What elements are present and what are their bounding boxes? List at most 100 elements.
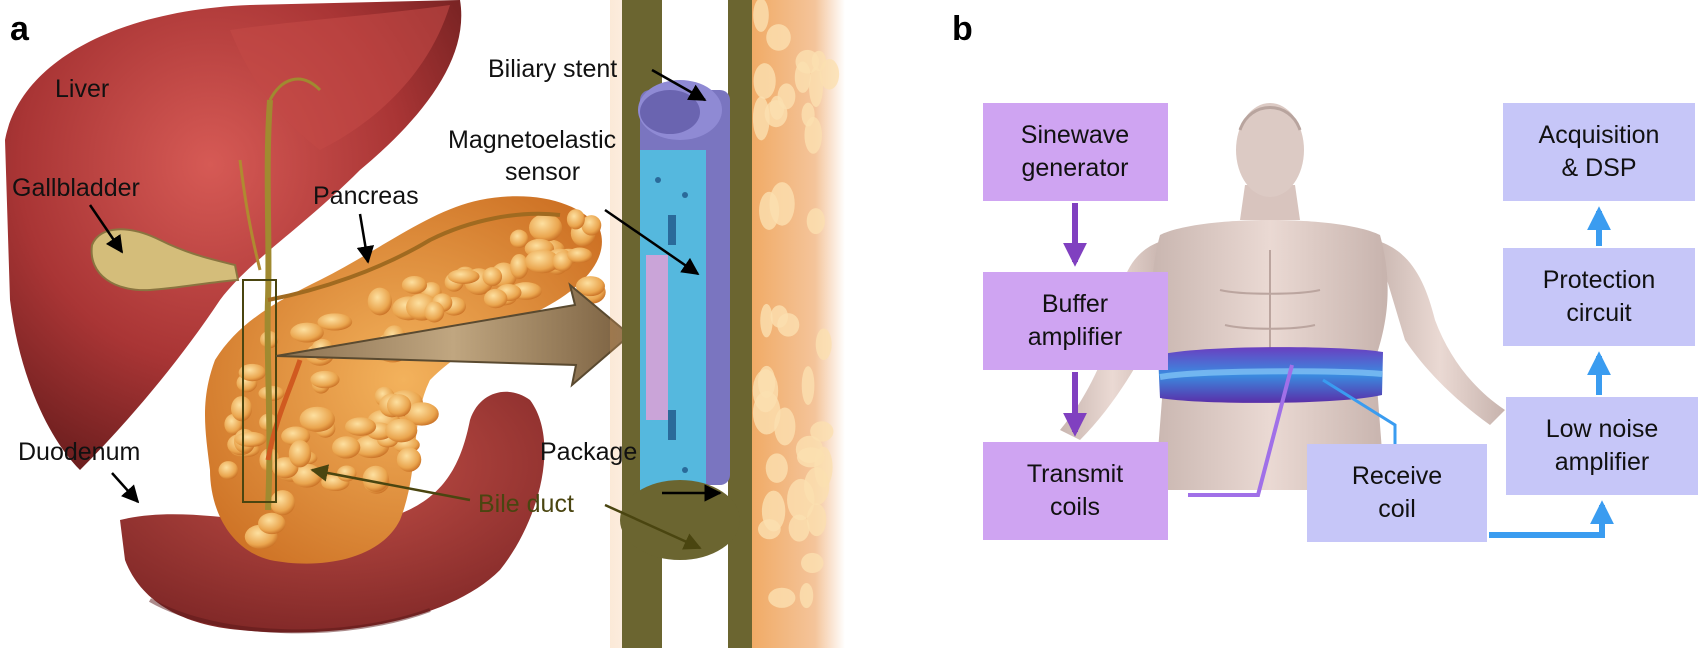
pancreas-nodule bbox=[447, 269, 480, 284]
tissue-dot bbox=[806, 503, 827, 537]
label-bile-duct: Bile duct bbox=[478, 490, 574, 518]
sinewave-label-1: Sinewave bbox=[1021, 121, 1129, 149]
tissue-dot bbox=[799, 582, 814, 609]
pancreas-nodule bbox=[386, 394, 412, 417]
panel-label-a: a bbox=[10, 10, 30, 48]
acquisition-label-2: & DSP bbox=[1561, 154, 1636, 182]
pancreas-nodule bbox=[483, 288, 508, 309]
gallbladder-shape bbox=[90, 228, 240, 292]
receive-label-2: coil bbox=[1378, 495, 1416, 523]
tissue-dot bbox=[768, 587, 796, 608]
pancreas-nodule bbox=[509, 229, 529, 248]
label-sensor-line2: sensor bbox=[505, 158, 580, 186]
low-noise-amplifier-block bbox=[1506, 397, 1698, 495]
pancreas-nodule bbox=[238, 363, 266, 382]
tissue-dot bbox=[809, 66, 823, 108]
label-duodenum: Duodenum bbox=[18, 438, 140, 466]
sinewave-label-2: generator bbox=[1021, 154, 1128, 182]
acquisition-label-1: Acquisition bbox=[1539, 121, 1660, 149]
lna-label-2: amplifier bbox=[1555, 448, 1649, 476]
magnetoelastic-sensor-strip bbox=[646, 255, 668, 420]
tissue-dot bbox=[796, 447, 825, 468]
duct-wall-right bbox=[728, 0, 752, 648]
receive-coil-wire bbox=[1322, 378, 1397, 444]
pancreas-nodule bbox=[234, 431, 267, 447]
protection-label-2: circuit bbox=[1566, 299, 1631, 327]
pancreas-nodule bbox=[385, 418, 418, 443]
panel-b-diagram: b Sinewave generator Buffer amplifier Tr… bbox=[952, 10, 1698, 542]
pancreas-nodule bbox=[482, 267, 503, 287]
receive-coil-block bbox=[1307, 444, 1487, 542]
tissue-dot bbox=[801, 366, 815, 405]
label-biliary-stent: Biliary stent bbox=[488, 55, 617, 83]
pancreas-nodule bbox=[218, 461, 239, 480]
transmit-label-1: Transmit bbox=[1027, 460, 1123, 488]
tissue-dot bbox=[757, 519, 781, 540]
pancreas-nodule bbox=[299, 406, 335, 432]
panel-label-b: b bbox=[952, 10, 973, 48]
receive-coil-belt bbox=[1158, 347, 1383, 403]
label-sensor-line1: Magnetoelastic bbox=[448, 126, 616, 154]
pancreas-nodule bbox=[258, 512, 286, 535]
pancreas-nodule bbox=[566, 209, 585, 230]
pancreas-nodule bbox=[332, 436, 361, 459]
tissue-dot bbox=[753, 63, 776, 99]
protection-circuit-block bbox=[1503, 248, 1695, 346]
tissue-dot bbox=[765, 453, 788, 483]
pancreas-nodule bbox=[404, 402, 439, 426]
pancreas-nodule bbox=[510, 253, 529, 279]
label-package: Package bbox=[540, 438, 637, 466]
pancreas-nodule bbox=[345, 417, 377, 436]
tissue-dot bbox=[752, 390, 781, 435]
buffer-label-2: amplifier bbox=[1028, 323, 1122, 351]
pancreas-nodule bbox=[367, 287, 392, 316]
human-torso-figure bbox=[1060, 103, 1505, 490]
pancreas-nodule bbox=[290, 322, 324, 343]
sinewave-generator-block bbox=[983, 103, 1168, 201]
transmit-coil-wire bbox=[1188, 364, 1294, 497]
pancreas-nodule bbox=[396, 447, 422, 472]
tissue-dot bbox=[806, 208, 825, 235]
pancreas-nodule bbox=[230, 396, 253, 422]
tissue-dot bbox=[801, 102, 815, 127]
tissue-dot bbox=[760, 303, 773, 338]
pancreas-nodule bbox=[575, 276, 605, 297]
protection-label-1: Protection bbox=[1543, 266, 1656, 294]
tissue-dot bbox=[777, 313, 800, 337]
tissue-dot bbox=[752, 96, 770, 141]
pancreas-nodule bbox=[401, 275, 427, 294]
tissue-dot bbox=[801, 552, 824, 574]
acquisition-dsp-block bbox=[1503, 103, 1695, 201]
pancreas-nodule bbox=[529, 213, 563, 242]
tissue-dot bbox=[769, 182, 795, 226]
pancreas-nodule bbox=[567, 247, 593, 263]
tissue-dot bbox=[810, 421, 834, 442]
label-pancreas: Pancreas bbox=[313, 182, 419, 210]
pancreas-nodule bbox=[424, 301, 445, 323]
tissue-dot bbox=[819, 58, 840, 90]
tissue-texture bbox=[752, 0, 840, 609]
panel-a-illustration: a Liver Gallbladder Pancreas Duodenum Bi… bbox=[5, 0, 845, 648]
lna-label-1: Low noise bbox=[1546, 415, 1659, 443]
tissue-dot bbox=[766, 24, 791, 51]
tissue-dot bbox=[753, 0, 769, 32]
tissue-dot bbox=[795, 49, 820, 74]
transmit-label-2: coils bbox=[1050, 493, 1100, 521]
buffer-amplifier-block bbox=[983, 272, 1168, 370]
pancreas-nodule bbox=[525, 249, 560, 274]
duodenum-shape bbox=[120, 391, 545, 633]
label-liver: Liver bbox=[55, 75, 109, 103]
arrow-receive-to-lna bbox=[1489, 500, 1614, 538]
tissue-dot bbox=[788, 514, 810, 542]
receive-label-1: Receive bbox=[1352, 462, 1442, 490]
tissue-dot bbox=[815, 328, 832, 361]
buffer-label-1: Buffer bbox=[1042, 290, 1108, 318]
pancreas-nodule bbox=[288, 440, 312, 468]
pancreas-nodule bbox=[310, 370, 340, 389]
label-gallbladder: Gallbladder bbox=[12, 174, 140, 202]
pancreas-nodule bbox=[362, 465, 389, 492]
pancreas-nodule bbox=[317, 313, 353, 331]
transmit-coils-block bbox=[983, 442, 1168, 540]
bile-duct-region-box bbox=[242, 279, 277, 503]
